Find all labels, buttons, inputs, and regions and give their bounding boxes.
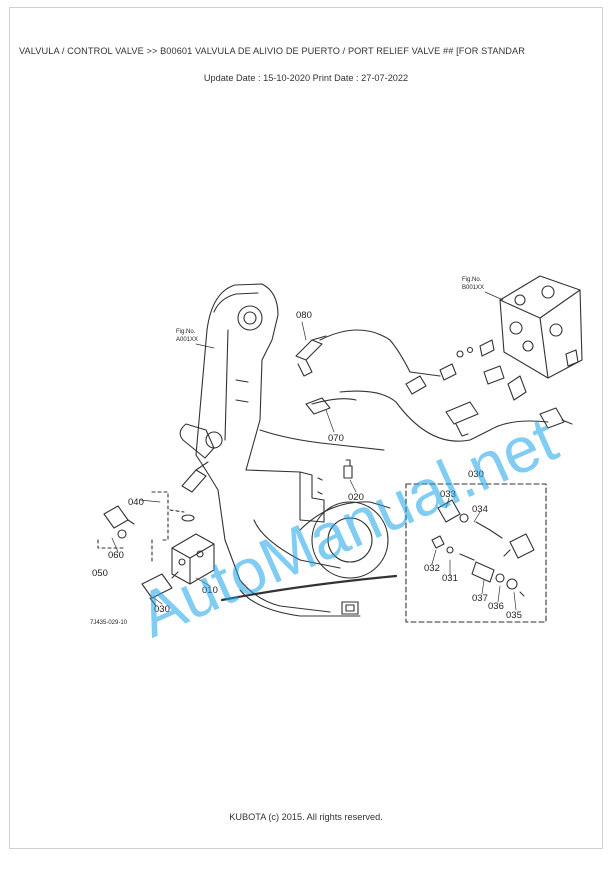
copyright-footer: KUBOTA (c) 2015. All rights reserved.: [229, 812, 383, 822]
boom-arm-drawing: [179, 283, 391, 617]
page-dates: Update Date : 15-10-2020 Print Date : 27…: [203, 73, 409, 83]
part-label[interactable]: 034: [472, 504, 488, 515]
hose-fittings: [295, 335, 573, 479]
fig-ref-label: Fig.No.: [462, 277, 482, 283]
exploded-view-box: [405, 483, 547, 623]
fig-ref-code: A001XX: [176, 337, 198, 343]
part-label[interactable]: 036: [488, 601, 504, 612]
page-frame: [9, 7, 603, 849]
hose-lines: [311, 329, 549, 442]
leader-lines: [97, 491, 185, 565]
part-label[interactable]: 010: [202, 585, 218, 596]
fig-ref-code: B001XX: [462, 285, 484, 291]
part-label[interactable]: 032: [424, 563, 440, 574]
part-label[interactable]: 030: [154, 604, 170, 615]
part-label[interactable]: 060: [108, 550, 124, 561]
part-label[interactable]: 033: [440, 489, 456, 500]
part-label[interactable]: 070: [328, 433, 344, 444]
part-label[interactable]: 031: [442, 573, 458, 584]
part-label[interactable]: 037: [472, 593, 488, 604]
callout-arrow: [220, 574, 398, 602]
part-label[interactable]: 030: [468, 469, 484, 480]
part-label[interactable]: 040: [128, 497, 144, 508]
part-label[interactable]: 080: [296, 310, 312, 321]
control-valve-drawing: [499, 275, 583, 379]
part-label[interactable]: 020: [348, 492, 364, 503]
relief-valve-assembly-drawing: [103, 461, 215, 607]
fig-ref-label: Fig.No.: [176, 329, 196, 335]
label-leaders: [111, 291, 517, 611]
page-title: VALVULA / CONTROL VALVE >> B00601 VALVUL…: [19, 46, 526, 56]
part-label[interactable]: 050: [92, 568, 108, 579]
drawing-code: 7J435-029-10: [90, 620, 128, 626]
part-label[interactable]: 035: [506, 610, 522, 621]
